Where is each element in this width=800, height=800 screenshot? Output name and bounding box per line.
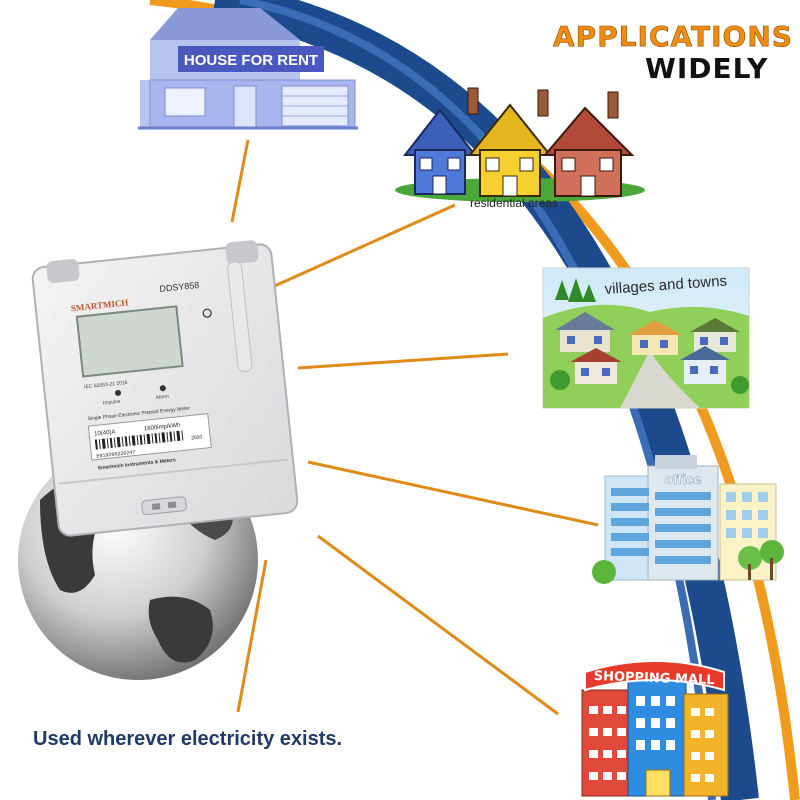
tagline-text: Used wherever electricity exists. (33, 728, 343, 750)
connector-office (307, 460, 599, 527)
meter-alarm-label: Alarm (155, 394, 169, 401)
connector-mall (317, 534, 559, 716)
office-sign: office (664, 471, 702, 487)
connector-house (230, 139, 250, 223)
shopping-mall-illustration: SHOPPING MALL (581, 660, 729, 797)
connector-residential (269, 203, 456, 290)
connector-bottom (236, 559, 268, 713)
meter-serial: E019200220247 (96, 449, 135, 459)
residential-areas-label: residential areas (470, 196, 558, 210)
connector-lines (230, 139, 599, 716)
meter-year: 2020 (191, 434, 203, 441)
meter-constant: 1600imp/kWh (144, 423, 181, 433)
house-for-rent-sign: HOUSE FOR RENT (184, 52, 318, 69)
blue-arc-light (239, 0, 716, 800)
shopping-mall-sign: SHOPPING MALL (593, 669, 714, 688)
residential-areas-illustration: residential areas (395, 87, 645, 210)
widely-heading: WIDELY (645, 52, 769, 85)
connector-villages (297, 352, 509, 370)
applications-heading: APPLICATIONS (553, 20, 793, 54)
house-for-rent-illustration: HOUSE FOR RENT (138, 8, 358, 130)
meter-model: DDSY858 (159, 280, 200, 294)
meter-rating: 10(40)A (94, 429, 116, 437)
office-illustration: office (592, 455, 784, 584)
villages-and-towns-illustration: villages and towns (542, 267, 750, 409)
meter-barcode (94, 430, 184, 450)
meter-impulse-label: Impulse (103, 399, 121, 407)
meter-standard: IEC 62053-21 2016 (84, 380, 128, 391)
energy-meter-illustration: SMARTMICH DDSY858 IEC 62053-21 2016 Impu… (31, 240, 299, 537)
